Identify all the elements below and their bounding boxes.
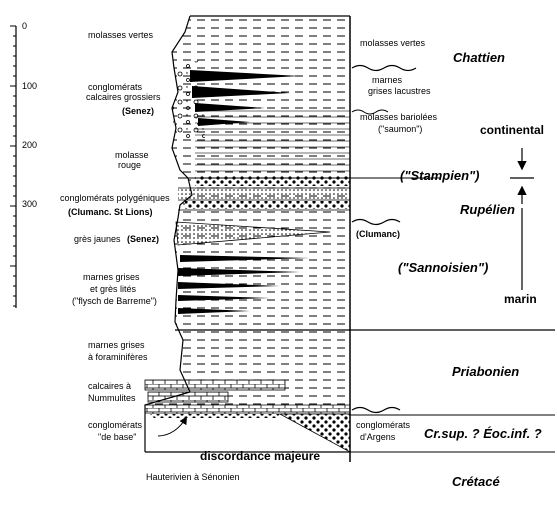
stage-priabonien: Priabonien <box>452 364 519 379</box>
stage-stampien: ("Stampien") <box>400 168 480 183</box>
label-foraminiferes: à foraminifères <box>88 352 148 362</box>
depth-scale: 0 100 200 300 <box>10 21 37 308</box>
label-hauterivien-senonien: Hauterivien à Sénonien <box>146 472 240 482</box>
label-marnes-grises: marnes grises <box>83 272 140 282</box>
stage-boundaries <box>175 64 555 453</box>
label-discordance-majeure: discordance majeure <box>200 449 320 463</box>
label-molasse: molasse <box>115 150 149 160</box>
label-nummulites: Nummulites <box>88 393 136 403</box>
stage-crsup-eocinf: Cr.sup. ? Éoc.inf. ? <box>424 426 542 441</box>
label-gres-jaunes: grès jaunes <box>74 234 121 244</box>
label-gres-lites: et grès lités <box>90 284 137 294</box>
scale-label-100: 100 <box>22 81 37 91</box>
scale-label-300: 300 <box>22 199 37 209</box>
label-conglomerats-1: conglomérats <box>88 82 143 92</box>
label-conglomerats-base: conglomérats <box>88 420 143 430</box>
label-calcaires-grossiers: calcaires grossiers <box>86 92 161 102</box>
label-marnes-grises-foram: marnes grises <box>88 340 145 350</box>
stage-sannoisien: ("Sannoisien") <box>398 260 488 275</box>
label-molasses-vertes-right: molasses vertes <box>360 38 426 48</box>
stage-chattien: Chattien <box>453 50 505 65</box>
label-rouge: rouge <box>118 160 141 170</box>
pointer-arrow <box>157 416 188 437</box>
label-calcaires-a: calcaires à <box>88 381 131 391</box>
label-senez-1: (Senez) <box>122 106 154 116</box>
label-marnes: marnes <box>372 75 403 85</box>
environment-indicator: continental marin <box>480 123 544 306</box>
scale-label-0: 0 <box>22 21 27 31</box>
env-marin: marin <box>504 292 537 306</box>
stage-names: Chattien ("Stampien") Rupélien ("Sannois… <box>398 50 542 489</box>
label-molasses-bariolees: molasses bariolées <box>360 112 438 122</box>
label-flysch-barreme: ("flysch de Barreme") <box>72 296 157 306</box>
label-conglomerats-argens: conglomérats <box>356 420 411 430</box>
label-grises-lacustres: grises lacustres <box>368 86 431 96</box>
label-molasses-vertes-left: molasses vertes <box>88 30 154 40</box>
label-dargens: d'Argens <box>360 432 396 442</box>
label-clumanc: (Clumanc) <box>356 229 400 239</box>
label-clumanc-st-lions: (Clumanc. St Lions) <box>68 207 153 217</box>
left-labels: molasses vertes conglomérats calcaires g… <box>60 30 240 482</box>
right-labels: molasses vertes marnes grises lacustres … <box>200 38 438 463</box>
label-de-base: "de base" <box>98 432 136 442</box>
stage-cretace: Crétacé <box>452 474 500 489</box>
label-conglomerats-polygeniques: conglomérats polygéniques <box>60 193 170 203</box>
env-continental: continental <box>480 123 544 137</box>
stage-rupelien: Rupélien <box>460 202 515 217</box>
stratigraphic-column <box>144 15 351 462</box>
label-saumon: ("saumon") <box>378 124 422 134</box>
label-senez-2: (Senez) <box>127 234 159 244</box>
scale-label-200: 200 <box>22 140 37 150</box>
